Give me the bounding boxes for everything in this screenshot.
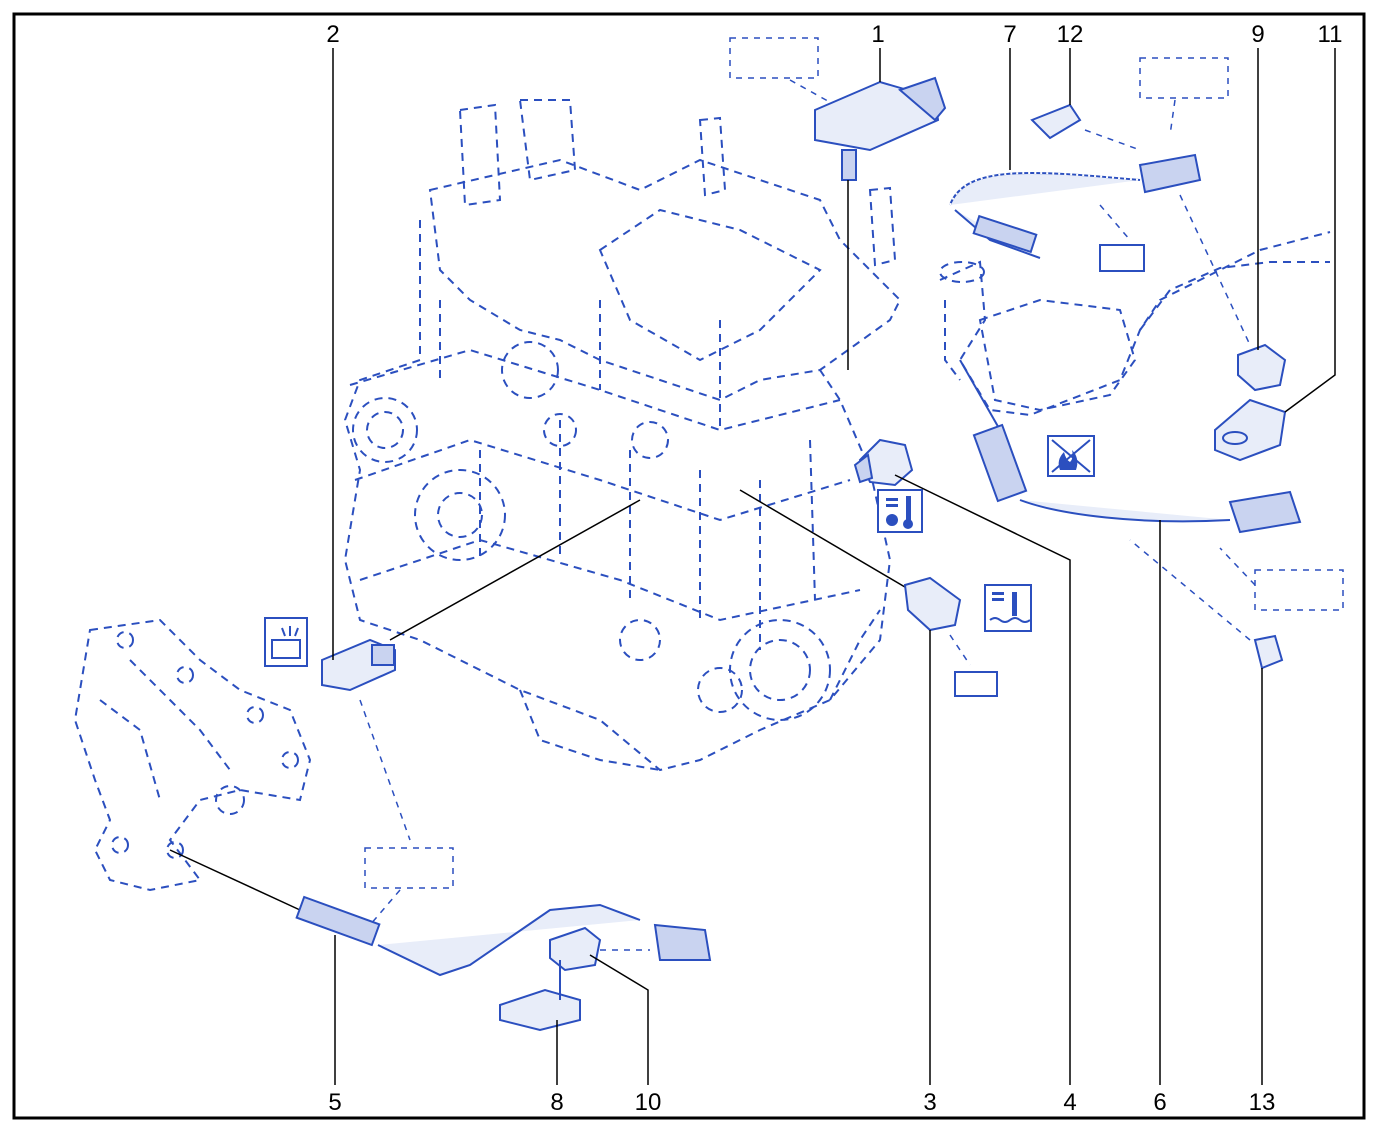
oxygen-sensor-upstream xyxy=(949,57,1251,346)
small-label-box-3 xyxy=(954,671,998,697)
bracket-part-8 xyxy=(499,960,581,1032)
callout-10: 10 xyxy=(635,1089,662,1116)
callout-5: 5 xyxy=(328,1089,341,1116)
clip-part-10 xyxy=(549,926,602,972)
knock-sensor-part-2 xyxy=(264,499,641,889)
air-temp-icon xyxy=(877,489,923,533)
callout-9: 9 xyxy=(1251,21,1264,48)
clip-part-9 xyxy=(1237,343,1287,392)
dashed-label-box-5 xyxy=(364,847,454,889)
callout-1: 1 xyxy=(871,21,884,48)
oxygen-sensor-downstream xyxy=(959,359,1344,670)
dashed-label-box-1 xyxy=(729,37,819,79)
callout-12: 12 xyxy=(1057,21,1084,48)
callout-6: 6 xyxy=(1153,1089,1166,1116)
bracket-part-11 xyxy=(1214,398,1287,462)
clip-part-12 xyxy=(1030,103,1141,151)
air-temp-sensor-part-4 xyxy=(853,438,923,533)
coolant-temp-icon xyxy=(984,584,1032,632)
dashed-label-box-7 xyxy=(1139,57,1229,99)
engine-block-dashed-outline xyxy=(343,99,902,772)
oxygen-sensor-left xyxy=(169,849,712,977)
small-label-box-7 xyxy=(1099,244,1145,272)
callout-8: 8 xyxy=(550,1089,563,1116)
exhaust-manifold-outline xyxy=(73,618,312,892)
catalytic-converter-outline xyxy=(939,231,1331,417)
map-sensor-part-1 xyxy=(729,37,947,370)
leader-lines xyxy=(332,48,1336,1085)
callout-2: 2 xyxy=(326,21,339,48)
dashed-label-box-6 xyxy=(1254,569,1344,611)
coolant-temp-sensor-part-3 xyxy=(739,489,1032,697)
callout-11: 11 xyxy=(1318,21,1343,48)
callout-13: 13 xyxy=(1249,1089,1276,1116)
callout-3: 3 xyxy=(923,1089,936,1116)
callout-4: 4 xyxy=(1063,1089,1076,1116)
diagram-frame xyxy=(12,12,1366,1120)
callout-7: 7 xyxy=(1003,21,1016,48)
